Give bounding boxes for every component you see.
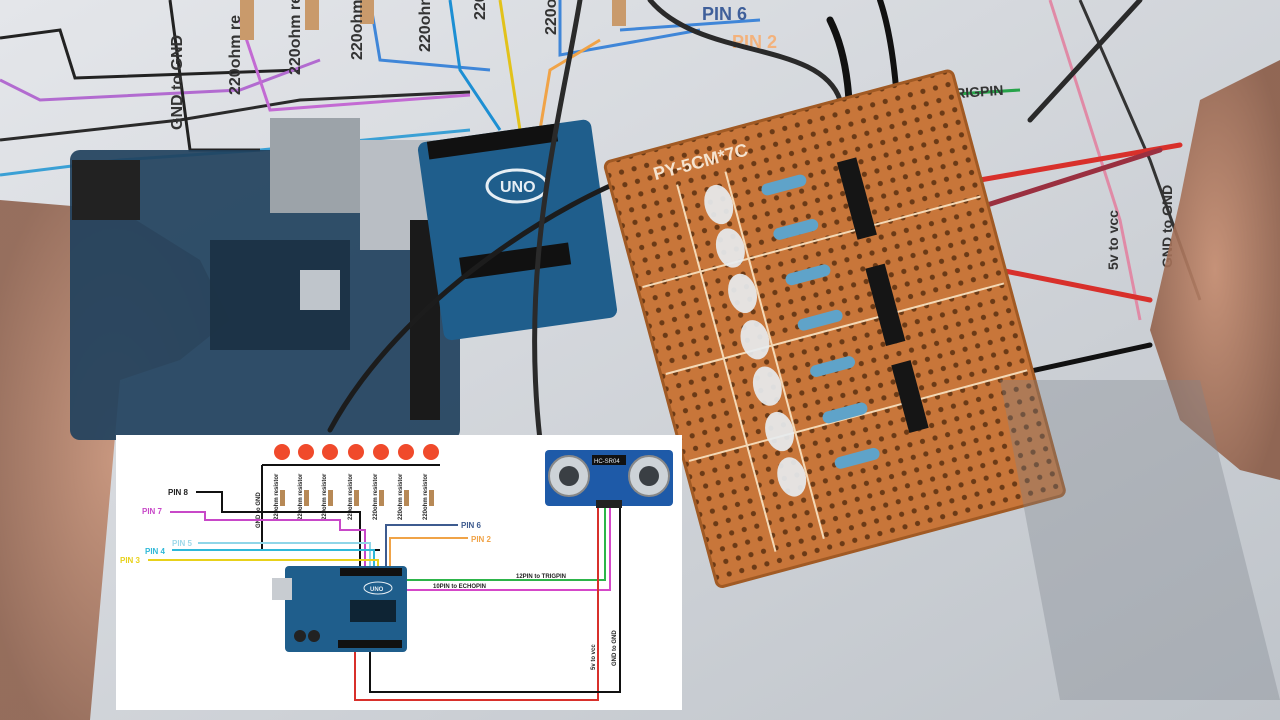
resistor-icon [761,174,807,196]
inset-label-pin4: PIN 4 [145,547,166,556]
resistor-icon [773,219,819,240]
inset-resistor-label: 220ohm resistor [274,473,280,520]
paper-schematic-lines [0,0,1202,321]
led-icon [322,444,338,460]
paper-label-res6: 220ohm [543,0,560,35]
inset-label-vcc: 5v to vcc [591,644,597,670]
protoboard: PY-5CM*7C [603,69,1066,588]
inset-resistor-label: 220ohm resistor [373,473,379,520]
paper-label-gnd: GND to GND [169,35,186,130]
inset-led-row [274,444,439,460]
right-hand [1150,60,1280,480]
led-icon [765,411,795,452]
sensor-label: HC-SR04 [594,459,620,465]
inset-label-gnd: GND to GND [256,492,262,528]
paper-label-res4: 220ohm [417,0,434,52]
resistor-icon [429,490,434,506]
resistor-icon [379,490,384,506]
paper-label-res5: 220 [472,0,489,20]
resistor-icon [810,356,855,377]
led-icon [777,457,807,497]
resistor-icon [834,447,880,469]
led-icon [298,444,314,460]
led-icon [752,366,782,406]
led-icon [274,444,290,460]
inset-resistor-label: 220ohm resistor [398,473,404,520]
inset-label-pin7: PIN 7 [142,507,163,516]
led-icon [728,273,758,314]
paper-label-res1: 220ohm re [227,15,244,95]
led-icon [740,320,770,360]
crystal [300,270,340,310]
led-icon [704,184,734,225]
inset-label-pin2: PIN 2 [471,535,492,544]
resistor-icon [304,490,309,506]
paper-label-pin6: PIN 6 [702,4,747,24]
inset-resistor-label: 220ohm resistor [298,473,304,520]
paper-label-res2: 220ohm re [287,0,304,75]
resistor-icon [240,0,254,40]
hand-shadow [1000,380,1280,700]
inset-label-gnd-right: GND to GND [612,630,618,666]
resistor-icon [612,0,626,26]
inset-resistor-label: 220ohm resistor [348,473,354,520]
inset-label-pin8: PIN 8 [168,488,189,497]
inset-label-echo: 10PIN to ECHOPIN [433,584,486,590]
resistor-icon [280,490,285,506]
ultrasonic-sensor: HC-SR04 [545,450,673,508]
resistor-icon [404,490,409,506]
led-column [704,184,807,497]
resistor-icon [305,0,319,30]
inset-label-pin3: PIN 3 [120,556,141,565]
schematic-inset: GND to GND 220ohm resistor 220ohm resist… [116,435,682,710]
led-icon [398,444,414,460]
inset-label-pin5: PIN 5 [172,539,193,548]
led-icon [348,444,364,460]
led-icon [423,444,439,460]
inset-arduino-logo: UNO [370,587,384,593]
paper-label-res3: 220ohm r [349,0,366,60]
resistor-icon [328,490,333,506]
inset-label-trig: 12PIN to TRIGPIN [516,574,566,580]
paper-label-right-vcc: 5v to vcc [1105,210,1121,270]
led-icon [715,228,745,268]
usb-port [272,578,292,600]
arduino-uno-logo: UNO [500,179,536,196]
resistor-icon [354,490,359,506]
led-icon [373,444,389,460]
arduino-uno-photo: UNO [417,119,618,341]
resistor-icon [822,402,868,424]
resistor-column [761,174,880,469]
resistor-icon [360,0,374,24]
header-connectors [836,157,929,433]
usb-port [270,118,360,213]
jumper-wires [327,0,1183,443]
arduino-board-photo [70,118,460,440]
resistor-icon [785,264,831,286]
resistor-icon [797,309,843,331]
inset-label-pin6: PIN 6 [461,521,482,530]
paper-resistors [240,0,626,40]
inset-resistor-label: 220ohm resistor [322,473,328,520]
inset-resistors [280,490,434,506]
inset-arduino: UNO [272,566,407,652]
inset-resistor-label: 220ohm resistor [423,473,429,520]
